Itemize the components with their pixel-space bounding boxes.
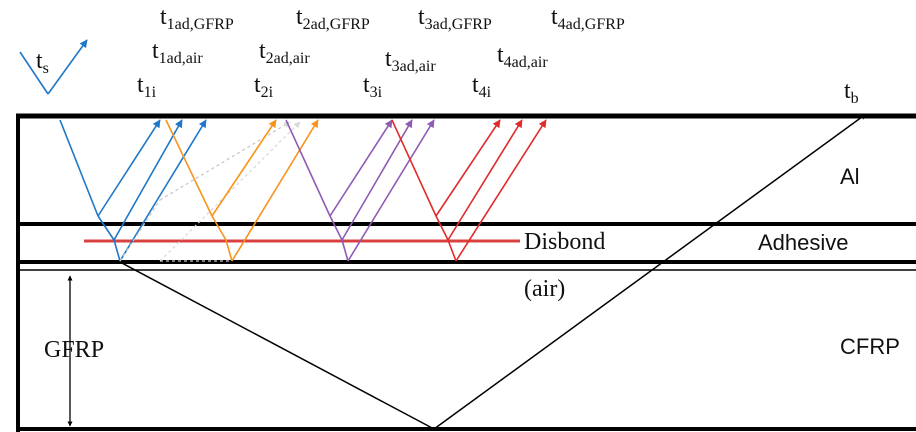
incident-pulse	[19, 39, 88, 95]
label-t-4ad-air: t4ad,air	[497, 42, 548, 71]
label-t-4ad-gfrp: t4ad,GFRP	[551, 4, 625, 33]
label-t-1i: t1i	[137, 72, 157, 101]
disbond-label: Disbond	[524, 229, 605, 255]
layer-label-al: Al	[840, 164, 860, 189]
layer-label-adhesive: Adhesive	[758, 230, 849, 255]
label-t-3ad-air: t3ad,air	[385, 46, 436, 75]
time-labels: ts tb t1i t2i t3i t4i t1ad,air t2ad,air …	[36, 4, 859, 107]
label-t-3i: t3i	[363, 72, 383, 101]
label-t-1ad-air: t1ad,air	[152, 38, 203, 67]
label-t-2ad-air: t2ad,air	[259, 38, 310, 67]
echo-group-1	[59, 119, 207, 262]
label-t-b: tb	[844, 78, 859, 107]
label-t-3ad-gfrp: t3ad,GFRP	[418, 4, 492, 33]
laminate-structure	[16, 113, 916, 432]
dotted-echo-path	[119, 121, 301, 262]
echo-group-4	[391, 119, 547, 262]
layer-label-cfrp: CFRP	[840, 334, 900, 359]
echo-group-2	[165, 119, 319, 262]
gfrp-label: GFRP	[44, 337, 104, 363]
backwall-ray	[119, 113, 867, 430]
label-t-2ad-gfrp: t2ad,GFRP	[296, 4, 370, 33]
label-t-4i: t4i	[472, 72, 492, 101]
label-t-1ad-gfrp: t1ad,GFRP	[160, 4, 234, 33]
label-t-2i: t2i	[254, 72, 274, 101]
air-label: (air)	[524, 276, 565, 302]
label-t-s: ts	[36, 48, 49, 77]
